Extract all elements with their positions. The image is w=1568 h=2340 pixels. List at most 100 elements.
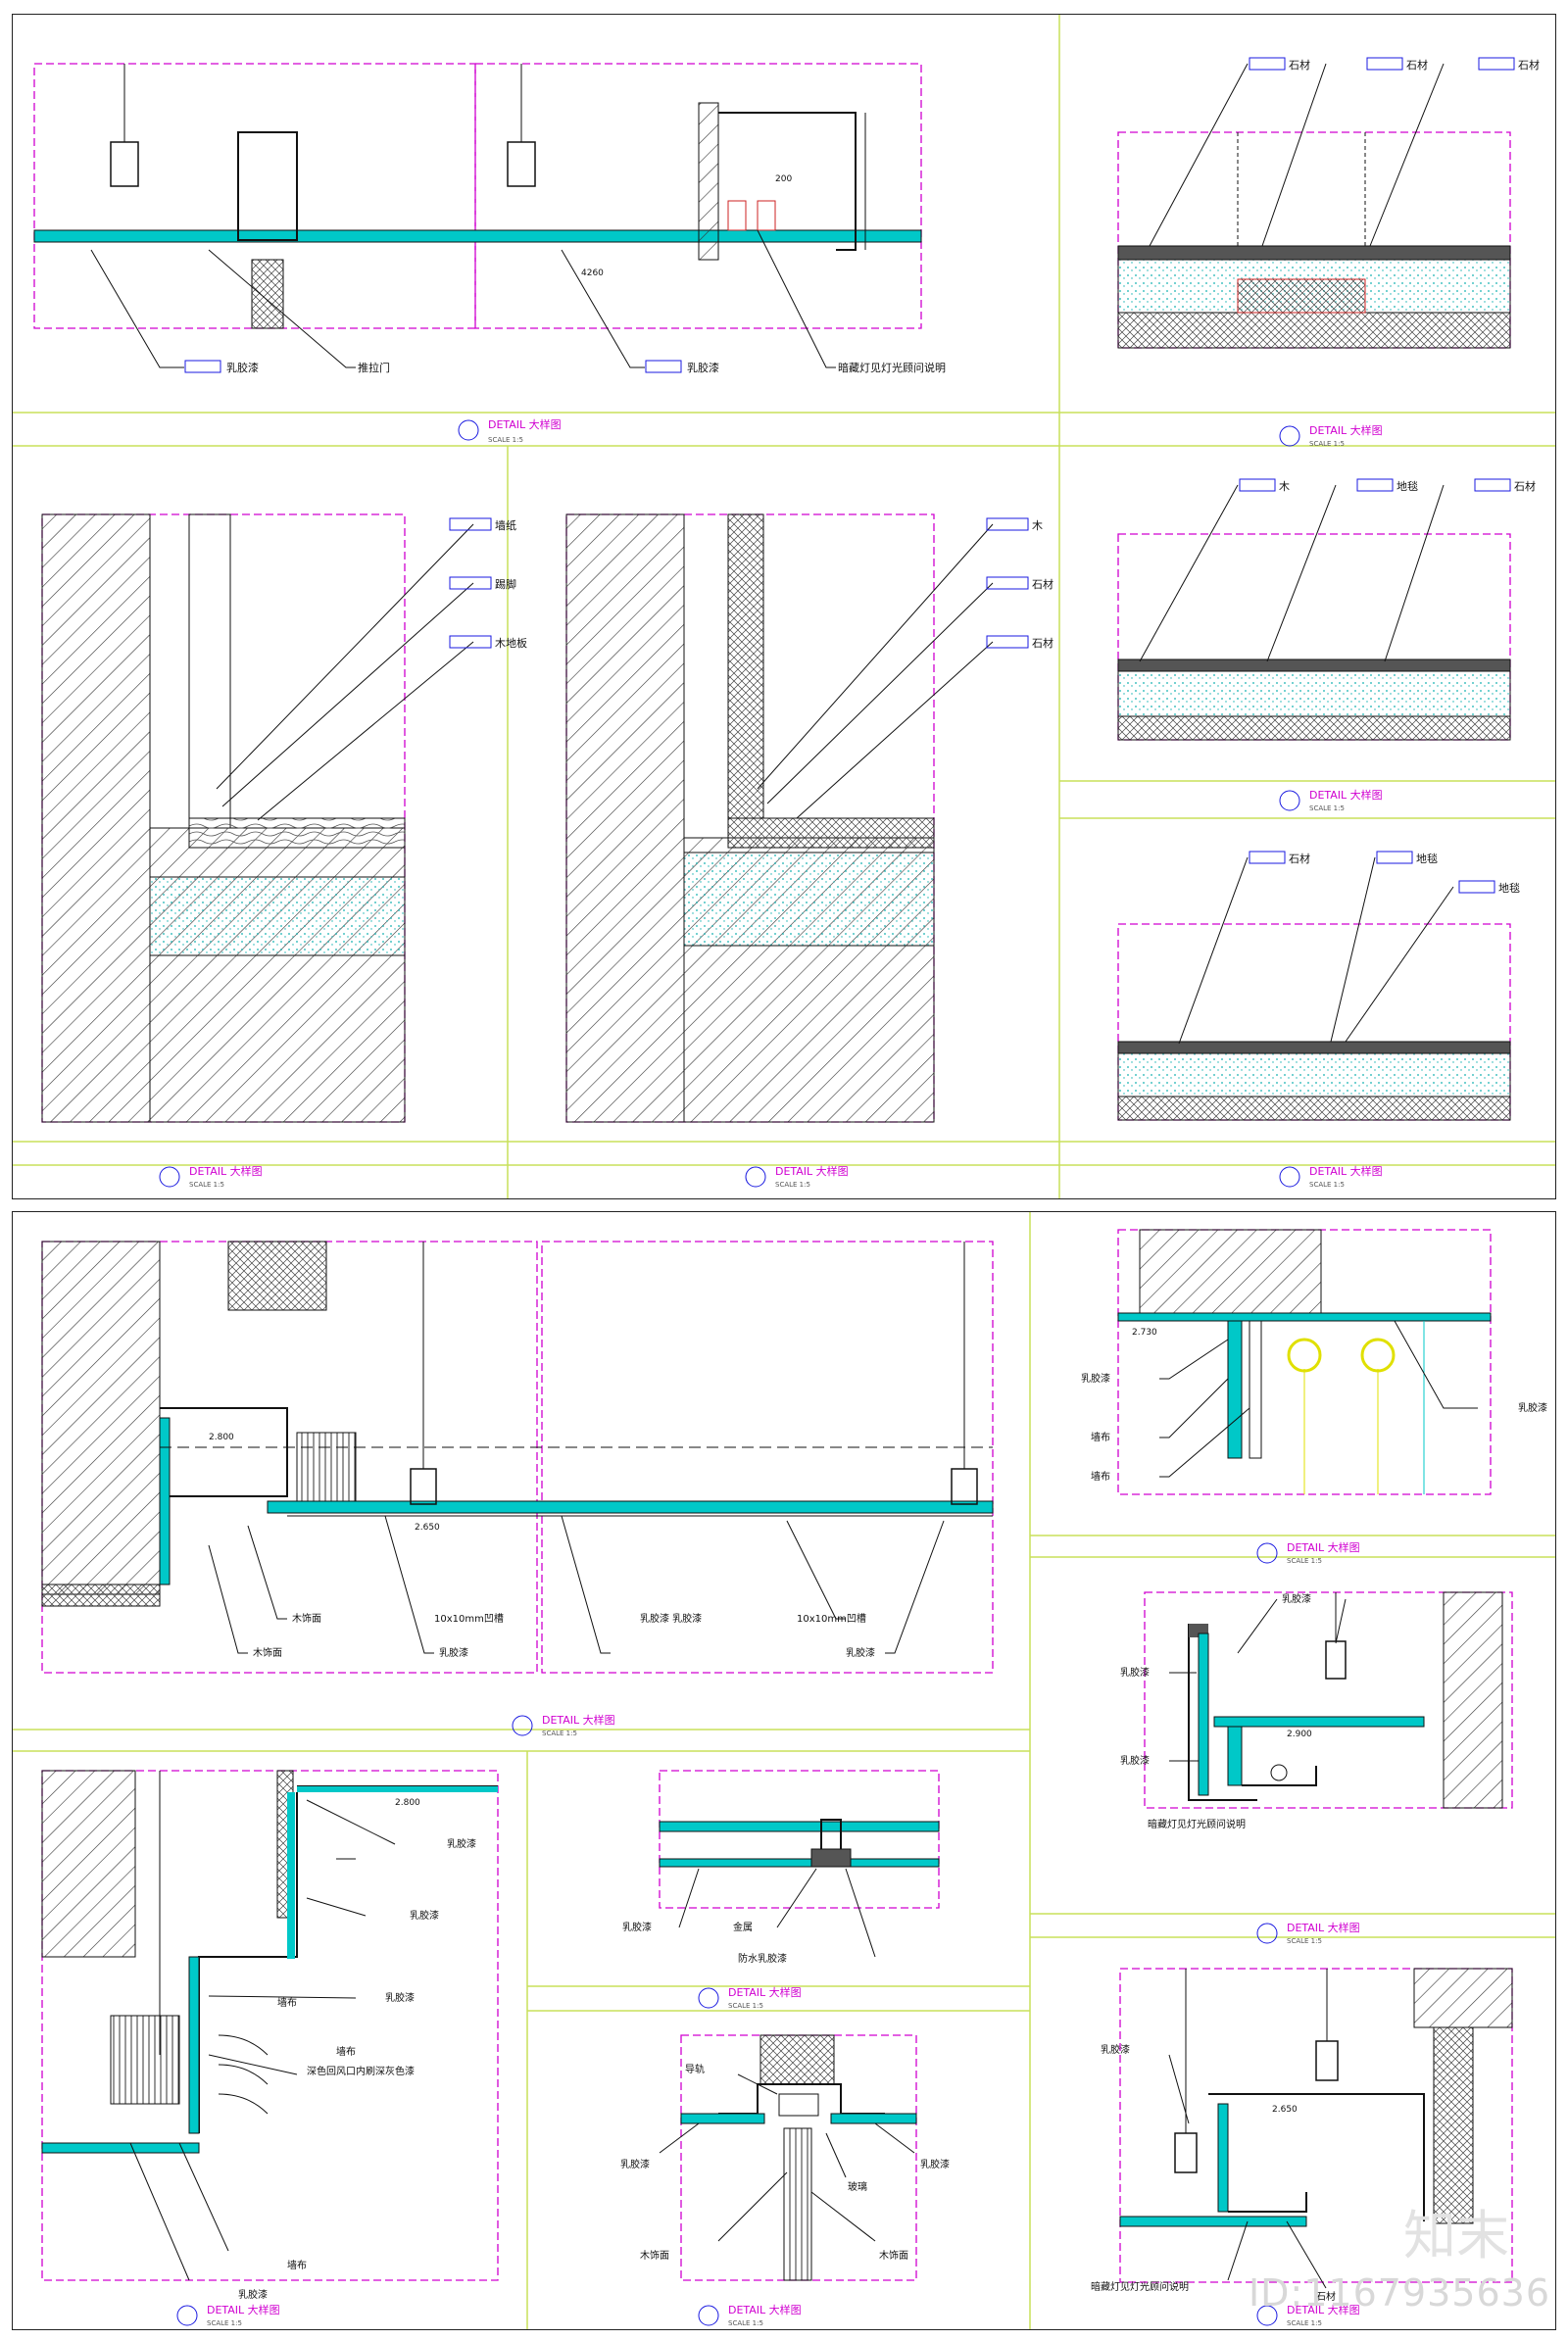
- lower-drawing-sheet: 木饰面 木饰面 10x10mm凹槽 乳胶漆 乳胶漆 乳胶漆 10x10mm凹槽 …: [12, 1211, 1556, 2330]
- e2-callout-d: 乳胶漆: [1518, 1401, 1547, 1414]
- lower-frame-lines: [13, 1212, 1555, 2329]
- d3-callout-b: 踢脚: [495, 577, 516, 591]
- e1-callout-d: 乳胶漆: [439, 1646, 468, 1659]
- e6-callout-e: 木饰面: [879, 2249, 908, 2262]
- d1-callout-b: 推拉门: [358, 361, 390, 374]
- d5-scale: SCALE 1:5: [1309, 804, 1345, 812]
- e3-callout-a: 乳胶漆: [1120, 1666, 1150, 1679]
- d6-callout-b: 地毯: [1416, 852, 1438, 865]
- e4-callout-d: 乳胶漆: [385, 1991, 415, 2004]
- e5-callout-b: 金属: [733, 1921, 753, 1933]
- d6-callout-a: 石材: [1289, 852, 1310, 865]
- e1-level-1: 2.800: [209, 1433, 234, 1442]
- e4-callout-e: 墙布: [336, 2045, 356, 2058]
- d3-callout-a: 墙纸: [495, 518, 516, 532]
- e3-level: 2.900: [1287, 1730, 1312, 1739]
- e4-level: 2.800: [395, 1798, 420, 1808]
- detail-sliding-door-track: 导轨 乳胶漆 乳胶漆 木饰面 木饰面 玻璃 DETAIL 大样图 SCALE 1…: [620, 2034, 950, 2327]
- upper-drawing-sheet: 4260 200 乳胶漆 推拉门 乳胶漆 暗藏灯见灯光顾问说明 DETAIL 大…: [12, 14, 1556, 1199]
- d3-callout-c: 木地板: [495, 636, 527, 650]
- lower-sheet-svg: 木饰面 木饰面 10x10mm凹槽 乳胶漆 乳胶漆 乳胶漆 10x10mm凹槽 …: [13, 1212, 1555, 2329]
- d1-title: DETAIL 大样图: [488, 417, 562, 431]
- detail-floor-stone-joint: 石材 石材 石材 DETAIL 大样图 SCALE 1:5: [1117, 57, 1540, 448]
- d6-scale: SCALE 1:5: [1309, 1181, 1345, 1189]
- d1-dim1: 4260: [581, 268, 604, 278]
- e3-callout-b: 乳胶漆: [1282, 1592, 1311, 1605]
- e1-callout-g: 乳胶漆: [846, 1646, 875, 1659]
- watermark-id: ID:1167935636: [1248, 2271, 1550, 2315]
- e7-callout-b: 暗藏灯见灯光顾问说明: [1091, 2280, 1189, 2293]
- e5-scale: SCALE 1:5: [728, 2002, 763, 2010]
- e6-callout-a: 导轨: [685, 2063, 705, 2075]
- detail-floor-transition-wood-stone: 木 地毯 石材 DETAIL 大样图 SCALE 1:5: [1117, 478, 1536, 812]
- e4-title: DETAIL 大样图: [207, 2303, 280, 2316]
- e1-title: DETAIL 大样图: [542, 1713, 615, 1727]
- detail-return-air-vent: 乳胶漆 乳胶漆 墙布 乳胶漆 墙布 深色回风口内刷深灰色漆 墙布 乳胶漆 2.8…: [41, 1770, 499, 2327]
- e1-scale: SCALE 1:5: [542, 1730, 577, 1737]
- e4-callout-f: 深色回风口内刷深灰色漆: [307, 2065, 415, 2077]
- d4-callout-c: 石材: [1032, 636, 1054, 650]
- e3-callout-d: 暗藏灯见灯光顾问说明: [1148, 1818, 1246, 1830]
- d2-callout-c: 石材: [1518, 58, 1540, 72]
- d5-callout-b: 地毯: [1396, 479, 1418, 493]
- detail-wall-base-wood-floor: 墙纸 踢脚 木地板 DETAIL 大样图 SCALE 1:5: [41, 513, 527, 1189]
- e6-callout-f: 玻璃: [848, 2180, 867, 2193]
- d2-scale: SCALE 1:5: [1309, 440, 1345, 448]
- e4-callout-a: 乳胶漆: [447, 1837, 476, 1850]
- e5-title: DETAIL 大样图: [728, 1985, 802, 1999]
- e6-callout-b: 乳胶漆: [620, 2158, 650, 2170]
- e7-title: DETAIL 大样图: [1287, 2303, 1360, 2316]
- e4-callout-h: 乳胶漆: [238, 2288, 268, 2301]
- e2-title: DETAIL 大样图: [1287, 1540, 1360, 1554]
- e3-callout-c: 乳胶漆: [1120, 1754, 1150, 1767]
- e6-callout-d: 木饰面: [640, 2249, 669, 2262]
- e3-scale: SCALE 1:5: [1287, 1937, 1322, 1945]
- detail-cove-light-bulkhead: 乳胶漆 乳胶漆 乳胶漆 暗藏灯见灯光顾问说明 2.900 DETAIL 大样图 …: [1120, 1591, 1513, 1945]
- e5-callout-c: 防水乳胶漆: [738, 1952, 787, 1965]
- d5-callout-c: 石材: [1514, 479, 1536, 493]
- detail-ceiling-wood-wall: 木饰面 木饰面 10x10mm凹槽 乳胶漆 乳胶漆 乳胶漆 10x10mm凹槽 …: [41, 1241, 994, 1737]
- e2-callout-a: 乳胶漆: [1081, 1372, 1110, 1385]
- e2-scale: SCALE 1:5: [1287, 1557, 1322, 1565]
- detail-wall-base-stone-floor: 木 石材 石材 DETAIL 大样图 SCALE 1:5: [565, 513, 1054, 1189]
- d4-scale: SCALE 1:5: [775, 1181, 810, 1189]
- e1-callout-b: 木饰面: [253, 1646, 282, 1659]
- e1-callout-f: 10x10mm凹槽: [797, 1612, 866, 1625]
- e2-callout-b: 墙布: [1091, 1431, 1110, 1443]
- e7-scale: SCALE 1:5: [1287, 2319, 1322, 2327]
- d4-title: DETAIL 大样图: [775, 1164, 849, 1178]
- e7-callout-c: 石材: [1316, 2290, 1336, 2303]
- d4-callout-a: 木: [1032, 519, 1043, 532]
- d3-scale: SCALE 1:5: [189, 1181, 224, 1189]
- d2-callout-b: 石材: [1406, 58, 1428, 72]
- d6-callout-c: 地毯: [1498, 881, 1520, 895]
- detail-ceiling-sliding-door: 4260 200 乳胶漆 推拉门 乳胶漆 暗藏灯见灯光顾问说明 DETAIL 大…: [33, 63, 946, 444]
- d1-dim2: 200: [775, 174, 792, 184]
- e1-callout-e: 乳胶漆 乳胶漆: [640, 1612, 702, 1625]
- e2-level: 2.730: [1132, 1328, 1157, 1338]
- e4-callout-b: 乳胶漆: [410, 1909, 439, 1922]
- upper-sheet-svg: 4260 200 乳胶漆 推拉门 乳胶漆 暗藏灯见灯光顾问说明 DETAIL 大…: [13, 15, 1555, 1198]
- d2-title: DETAIL 大样图: [1309, 423, 1383, 437]
- e6-callout-c: 乳胶漆: [920, 2158, 950, 2170]
- d5-title: DETAIL 大样图: [1309, 788, 1383, 802]
- e1-level-2: 2.650: [415, 1523, 440, 1533]
- e6-title: DETAIL 大样图: [728, 2303, 802, 2316]
- detail-ceiling-metal-joint: 乳胶漆 金属 防水乳胶漆 DETAIL 大样图 SCALE 1:5: [622, 1770, 940, 2010]
- d3-title: DETAIL 大样图: [189, 1164, 263, 1178]
- sheet-frame-lines: [13, 15, 1555, 1198]
- detail-ceiling-corner-slab: 乳胶漆 墙布 墙布 乳胶漆 2.730 DETAIL 大样图 SCALE 1:5: [1081, 1229, 1547, 1565]
- e2-callout-c: 墙布: [1091, 1470, 1110, 1483]
- d6-title: DETAIL 大样图: [1309, 1164, 1383, 1178]
- e6-scale: SCALE 1:5: [728, 2319, 763, 2327]
- e4-callout-c: 墙布: [277, 1996, 297, 2009]
- d1-callout-d: 暗藏灯见灯光顾问说明: [838, 361, 946, 374]
- e5-callout-a: 乳胶漆: [622, 1921, 652, 1933]
- watermark-logo: 知末: [1403, 2205, 1509, 2267]
- e1-callout-c: 10x10mm凹槽: [434, 1612, 504, 1625]
- e7-level: 2.650: [1272, 2105, 1298, 2115]
- detail-ceiling-cove-at-wall: 乳胶漆 暗藏灯见灯光顾问说明 石材 2.650 DETAIL 大样图 SCALE…: [1091, 1968, 1513, 2327]
- d1-callout-c: 乳胶漆: [687, 361, 719, 374]
- e3-title: DETAIL 大样图: [1287, 1921, 1360, 1934]
- e4-scale: SCALE 1:5: [207, 2319, 242, 2327]
